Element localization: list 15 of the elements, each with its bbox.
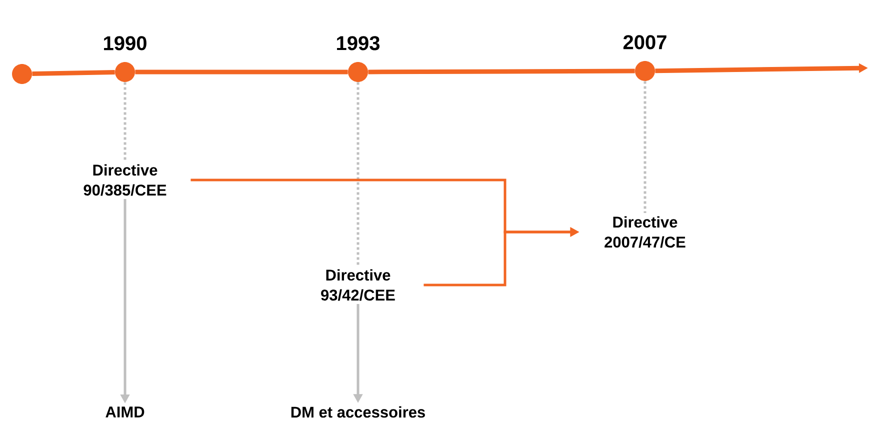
dotted-line [644, 81, 646, 214]
year-label: 2007 [623, 35, 666, 50]
dotted-line [124, 82, 126, 162]
directive-label: Directive 93/42/CEE [321, 269, 395, 301]
timeline-segment [32, 70, 115, 76]
directive-label: AIMD [106, 406, 144, 418]
directive-label: Directive 2007/47/CE [604, 216, 686, 248]
directive-label: DM et accessoires [291, 406, 425, 418]
dotted-line [356, 82, 360, 266]
timeline-segment [368, 68, 635, 74]
year-label: 1990 [104, 36, 146, 50]
directive-label: Directive 90/385/CEE [84, 164, 166, 196]
year-label: 1993 [337, 36, 380, 50]
timeline-segment [135, 70, 348, 74]
timeline-dot [12, 64, 32, 84]
